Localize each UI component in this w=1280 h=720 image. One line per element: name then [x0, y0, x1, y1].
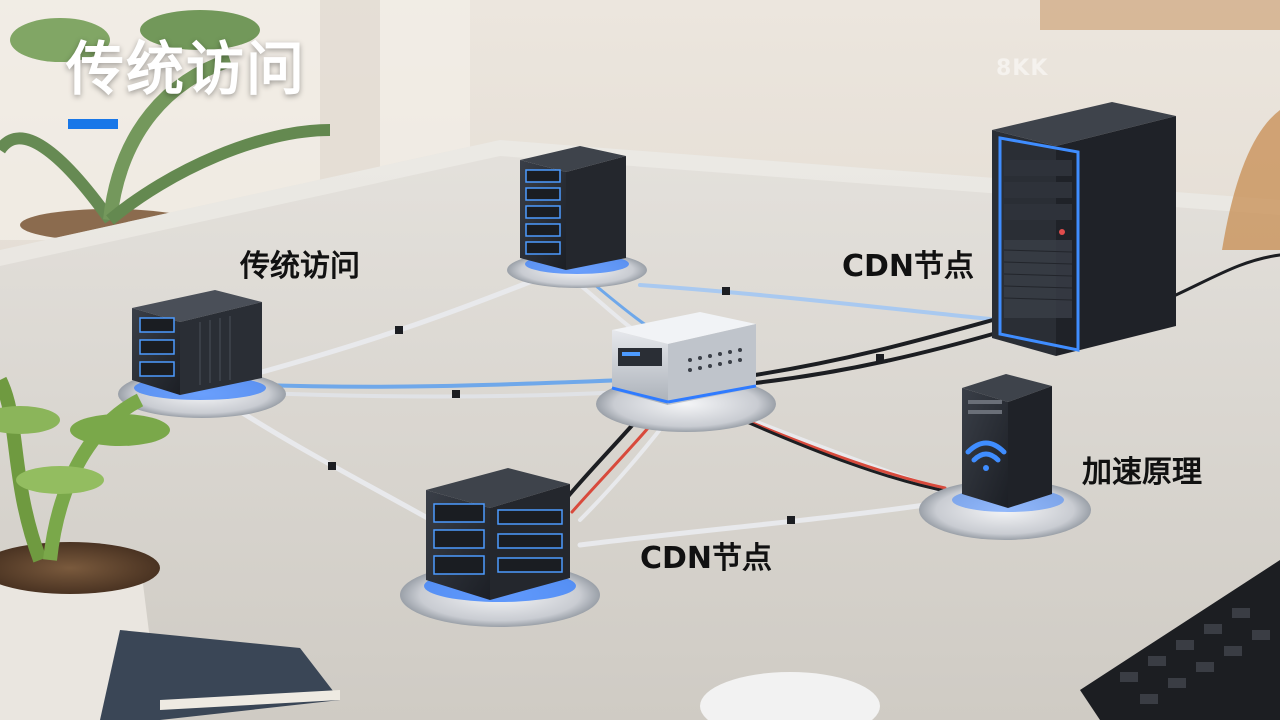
title-underline [68, 119, 118, 129]
wifi-icon [965, 440, 1007, 471]
label-cdn-node-bottom: CDN节点 [640, 541, 773, 576]
label-traditional-access: 传统访问 [240, 249, 360, 284]
label-cdn-node-top: CDN节点 [842, 249, 975, 284]
slide-title: 传统访问 [66, 35, 307, 103]
watermark: 8KK [996, 56, 1049, 81]
label-acceleration-principle: 加速原理 [1082, 455, 1202, 490]
